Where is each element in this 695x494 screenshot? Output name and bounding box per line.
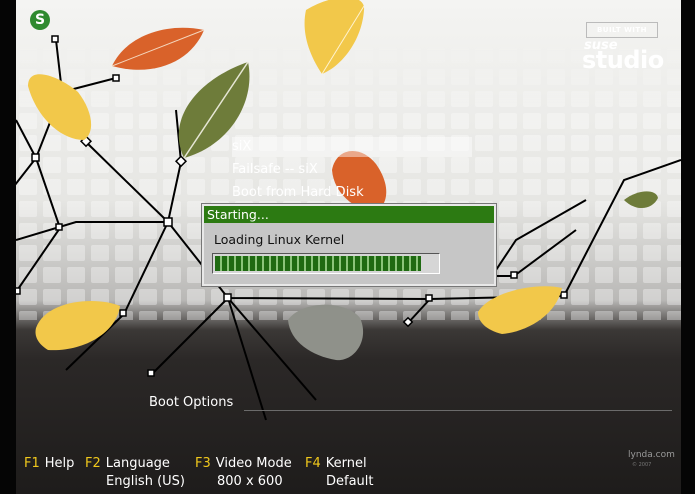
boot-splash-background: S BUILT WITH suse studio siX Failsafe --…	[16, 0, 681, 494]
brand-studio-logo: studio	[582, 46, 664, 74]
kernel-value: Default	[326, 474, 374, 489]
boot-options-label: Boot Options	[149, 395, 234, 410]
language-value: English (US)	[106, 474, 185, 489]
f1-key-text: Help	[44, 456, 75, 471]
f2-key-label: F2	[85, 456, 101, 471]
f2-key-text: Language	[105, 456, 170, 471]
left-letterbox	[0, 0, 16, 494]
brand-suse-text: suse	[584, 38, 618, 53]
loading-progress-bar	[212, 253, 440, 274]
boot-menu-item-failsafe[interactable]: Failsafe -- siX	[232, 162, 318, 177]
dialog-title: Starting...	[204, 206, 494, 223]
f3-key-label: F3	[195, 456, 211, 471]
f2-language-key[interactable]: F2 Language	[85, 456, 170, 471]
boot-options-input[interactable]	[244, 410, 672, 411]
right-letterbox	[681, 0, 695, 494]
video-mode-value: 800 x 600	[217, 474, 283, 489]
f1-help-key[interactable]: F1 Help	[24, 456, 74, 471]
f1-key-label: F1	[24, 456, 40, 471]
suse-logo-icon: S	[30, 10, 50, 30]
lynda-watermark-subtext: © 2007	[632, 462, 652, 468]
f4-kernel-key[interactable]: F4 Kernel	[305, 456, 367, 471]
f4-key-label: F4	[305, 456, 321, 471]
f3-key-text: Video Mode	[215, 456, 292, 471]
boot-menu-item-hard-disk[interactable]: Boot from Hard Disk	[232, 185, 364, 200]
starting-dialog: Starting... Loading Linux Kernel	[202, 204, 496, 286]
boot-menu-item-six[interactable]: siX	[232, 137, 472, 157]
lynda-watermark: lynda.com	[628, 450, 675, 460]
dialog-message: Loading Linux Kernel	[214, 232, 345, 247]
loading-progress-fill	[215, 256, 421, 271]
f3-video-mode-key[interactable]: F3 Video Mode	[195, 456, 292, 471]
f4-key-text: Kernel	[325, 456, 367, 471]
built-with-badge: BUILT WITH	[586, 22, 658, 38]
